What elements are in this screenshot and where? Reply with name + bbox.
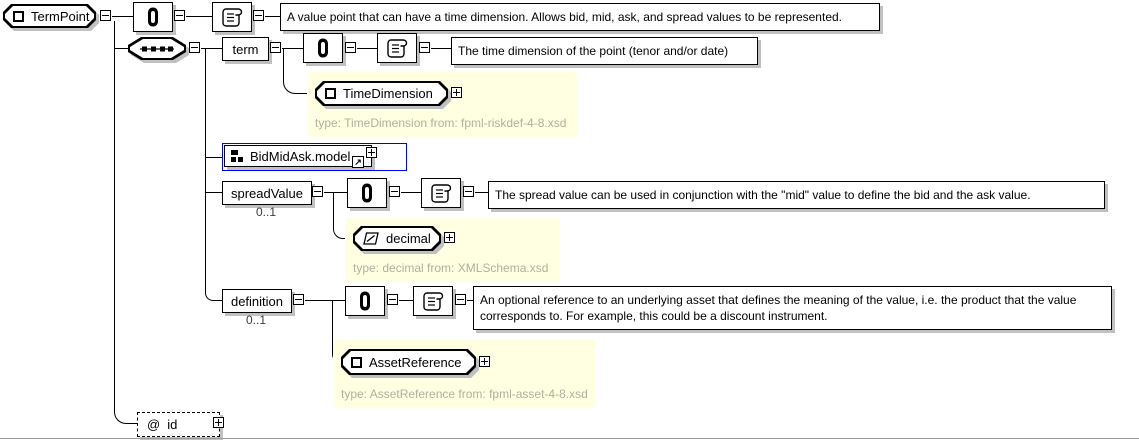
- connector-curve: [283, 48, 316, 94]
- connector-line: [305, 300, 345, 301]
- collapse-toggle[interactable]: [312, 186, 323, 197]
- collapse-toggle[interactable]: [100, 10, 111, 21]
- connector-line: [112, 16, 133, 17]
- connector-line: [399, 300, 413, 301]
- connector-line: [186, 16, 212, 17]
- expand-toggle[interactable]: [366, 147, 377, 158]
- annotation-box: [345, 286, 385, 316]
- documentation-box: [413, 286, 453, 316]
- type-label: TimeDimension: [343, 86, 433, 101]
- collapse-toggle[interactable]: [189, 42, 200, 53]
- connector-line: [401, 192, 421, 193]
- documentation-box: [421, 178, 461, 208]
- paperclip-icon: [148, 7, 158, 27]
- collapse-toggle[interactable]: [389, 186, 400, 197]
- collapse-toggle[interactable]: [455, 294, 466, 305]
- at-icon: @: [147, 417, 161, 432]
- collapse-toggle[interactable]: [293, 294, 304, 305]
- tree-trunk-line: [205, 48, 206, 288]
- scroll-icon: [387, 39, 408, 58]
- group-label: BidMidAsk.model: [250, 148, 351, 164]
- paperclip-icon: [318, 38, 328, 58]
- scroll-icon: [423, 292, 444, 311]
- element-term[interactable]: term: [222, 37, 269, 61]
- expand-toggle[interactable]: [213, 417, 224, 428]
- documentation-text: A value point that can have a time dimen…: [280, 3, 880, 31]
- collapse-toggle[interactable]: [387, 294, 398, 305]
- collapse-toggle[interactable]: [345, 42, 356, 53]
- annotation-box: [347, 178, 387, 208]
- connector-line: [467, 300, 473, 301]
- connector-curve: [333, 192, 354, 239]
- connector-line: [114, 48, 128, 49]
- type-note: type: AssetReference from: fpml-asset-4-…: [341, 387, 588, 401]
- annotation-box: [303, 33, 343, 63]
- complex-type-icon: [351, 357, 362, 368]
- attribute-id[interactable]: @ id: [137, 412, 220, 437]
- collapse-toggle[interactable]: [174, 10, 185, 21]
- tree-trunk-line: [114, 21, 115, 403]
- connector-line: [205, 157, 222, 158]
- expand-toggle[interactable]: [444, 232, 455, 243]
- type-assetreference[interactable]: AssetReference: [341, 349, 476, 375]
- documentation-text: The time dimension of the point (tenor a…: [451, 37, 758, 65]
- type-note: type: decimal from: XMLSchema.xsd: [353, 261, 549, 275]
- connector-line: [201, 48, 222, 49]
- window-bottom-edge: [0, 438, 1139, 439]
- documentation-box: [377, 33, 417, 63]
- model-group-highlight: [222, 143, 407, 171]
- element-icon: [13, 11, 24, 22]
- expand-toggle[interactable]: [451, 87, 462, 98]
- collapse-toggle[interactable]: [419, 42, 430, 53]
- type-timedimension[interactable]: TimeDimension: [315, 81, 448, 106]
- element-label: TermPoint: [31, 8, 90, 24]
- paperclip-icon: [360, 291, 370, 311]
- element-definition[interactable]: definition: [222, 289, 292, 313]
- sequence-icon: [139, 44, 175, 54]
- scroll-icon: [222, 8, 243, 27]
- connector-line: [265, 16, 280, 17]
- type-decimal[interactable]: decimal: [353, 226, 441, 251]
- complex-type-icon: [325, 88, 336, 99]
- type-label: decimal: [386, 231, 431, 246]
- documentation-text: An optional reference to an underlying a…: [473, 286, 1112, 330]
- attribute-label: id: [167, 417, 178, 432]
- annotation-box: [133, 2, 173, 32]
- connector-line: [431, 48, 451, 49]
- simple-type-icon: [363, 232, 379, 245]
- collapse-toggle[interactable]: [253, 10, 264, 21]
- group-bidmidask-model[interactable]: BidMidAsk.model: [224, 145, 372, 167]
- element-spreadvalue[interactable]: spreadValue: [222, 181, 312, 205]
- cardinality-label: 0..1: [245, 313, 266, 327]
- connector-line: [475, 192, 488, 193]
- cardinality-label: 0..1: [255, 205, 276, 219]
- element-termpoint[interactable]: TermPoint: [3, 4, 96, 28]
- connector-curve: [114, 403, 138, 424]
- paperclip-icon: [362, 183, 372, 203]
- type-label: AssetReference: [369, 354, 462, 370]
- collapse-toggle[interactable]: [463, 186, 474, 197]
- type-note: type: TimeDimension from: fpml-riskdef-4…: [315, 116, 567, 130]
- collapse-toggle[interactable]: [270, 42, 281, 53]
- expand-toggle[interactable]: [479, 356, 490, 367]
- connector-line: [205, 192, 222, 193]
- documentation-box: [212, 2, 252, 32]
- model-group-icon: [231, 150, 243, 162]
- sequence-compositor[interactable]: [128, 37, 186, 60]
- link-arrow-icon[interactable]: ↗: [352, 156, 364, 168]
- documentation-text: The spread value can be used in conjunct…: [488, 181, 1105, 209]
- connector-line: [357, 48, 377, 49]
- scroll-icon: [431, 184, 452, 203]
- connector-curve: [205, 288, 223, 301]
